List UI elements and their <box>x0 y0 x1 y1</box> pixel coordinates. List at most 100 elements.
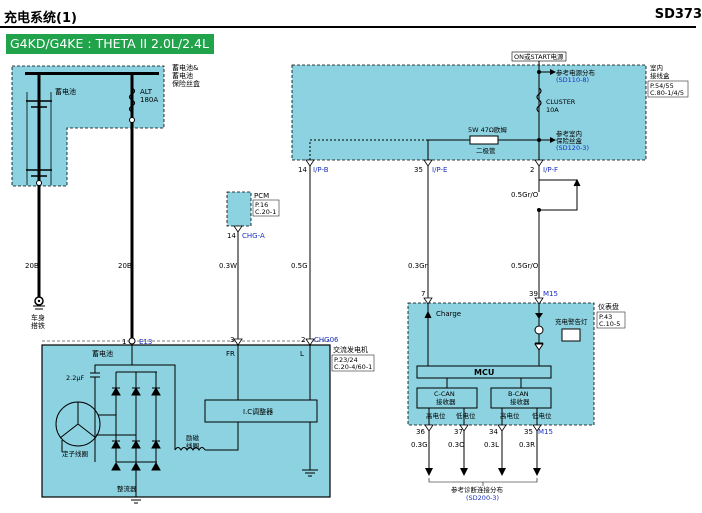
bottom-pin-34: 34 <box>489 428 498 436</box>
chassis-label-1: 车身 <box>31 313 45 322</box>
alt-fr-label: FR <box>226 350 235 358</box>
bottom-pin-37: 37 <box>454 428 463 436</box>
alt-battery-label: 蓄电池 <box>92 349 113 358</box>
svg-text:I/P-B: I/P-B <box>313 166 329 174</box>
page-code: SD373 <box>654 7 702 22</box>
svg-text:I/P-E: I/P-E <box>432 166 447 174</box>
alt-conn: C.20-4/60-1 <box>334 363 372 371</box>
mcu-box <box>416 365 552 379</box>
wire-ipe: 0.3Gr <box>408 262 428 270</box>
junction-page: P.54/55 <box>650 82 674 90</box>
bottom-pin-35: 35 <box>524 428 533 436</box>
charge-warning-label: 充电警告灯 <box>555 317 588 326</box>
alt-pin-2: 2 <box>301 336 305 344</box>
pin-ipe: 35 I/P-E <box>414 159 447 174</box>
battery-label: 蓄电池 <box>55 87 76 96</box>
field-label-2: 线圈 <box>186 441 199 450</box>
wire-pcm: 0.3W <box>219 262 237 270</box>
battery-icon <box>26 92 52 185</box>
svg-text:14: 14 <box>298 166 307 174</box>
cluster-conn-m15: M15 <box>543 290 558 298</box>
alt-l-label: L <box>300 350 304 358</box>
svg-text:35: 35 <box>414 166 423 174</box>
battery-box-title-1: 蓄电池& <box>172 63 199 72</box>
battery-warning-icon <box>561 328 581 342</box>
page-title: 充电系统(1) <box>4 11 77 26</box>
diode-label: 二极管 <box>476 146 496 155</box>
cluster-fuse-amp: 10A <box>546 106 559 114</box>
battery-box-title-2: 蓄电池 <box>172 71 193 80</box>
ref-indoor-code: (SD120-3) <box>556 144 589 152</box>
wire-ipb: 0.5G <box>291 262 308 270</box>
cluster-page: P.43 <box>599 313 612 321</box>
ccan-low-label: 低电位 <box>456 411 476 420</box>
battery-busbar <box>25 72 159 75</box>
ic-regulator-label: I.C调整器 <box>243 407 273 416</box>
ic-regulator-box <box>204 399 318 423</box>
alt-conn-e13: E13 <box>139 338 152 346</box>
indoor-junction-box <box>291 64 647 161</box>
svg-text:2: 2 <box>530 166 534 174</box>
rectifier-diodes-icon <box>111 372 161 471</box>
page-header: 充电系统(1) SD373 <box>0 0 702 28</box>
cluster-fuse-icon <box>536 87 542 113</box>
engine-label: G4KD/G4KE : THETA II 2.0L/2.4L <box>6 34 214 54</box>
rectifier-label: 整流器 <box>117 484 137 493</box>
ref-indoor-label-2: 保险丝盒 <box>556 136 583 145</box>
pcm-box <box>226 191 252 227</box>
bottom-wire-1: 0.3G <box>411 441 428 449</box>
cluster-pin-7: 7 <box>421 290 425 298</box>
capacitor-label: 2.2μF <box>66 374 84 382</box>
cluster-fuse-name: CLUSTER <box>546 98 576 106</box>
alt-fuse-icon <box>128 87 136 113</box>
field-label-1: 励磁 <box>186 433 200 442</box>
chassis-label-2: 搭铁 <box>31 321 45 330</box>
bottom-ref-label: 参考诊断连接分布 <box>451 485 504 494</box>
charge-warning-lamp-icon <box>534 313 544 351</box>
alt-pin-1: 1 <box>122 338 126 346</box>
bcan-low-label: 低电位 <box>532 411 552 420</box>
ref-indoor-label: 参考室内 <box>556 129 582 138</box>
wire-ipf-2: 0.5Gr/O <box>511 262 539 270</box>
junction-title-1: 室内 <box>650 63 663 72</box>
ccan-label-1: C-CAN <box>434 390 455 398</box>
resistor-label: 5W 47Ω欧姆 <box>468 125 507 134</box>
ccan-high-label: 高电位 <box>426 411 446 420</box>
bcan-label-1: B-CAN <box>508 390 529 398</box>
wire-ground: 20B <box>25 262 39 270</box>
bottom-wire-4: 0.3R <box>519 441 535 449</box>
cluster-conn: C.10-5 <box>599 320 620 328</box>
bottom-wire-3: 0.3L <box>484 441 499 449</box>
junction-title-2: 接线盒 <box>650 71 670 80</box>
ign-label: ON或START电源 <box>514 52 564 61</box>
alt-title: 交流发电机 <box>333 345 368 354</box>
field-coil-icon <box>174 420 239 451</box>
alt-fuse-name: ALT <box>140 88 153 96</box>
battery-box-title-3: 保险丝盒 <box>172 79 200 88</box>
pcm-pin: 14 <box>227 232 236 240</box>
pcm-name: PCM <box>254 192 269 200</box>
junction-conn: C.80-1/4/5 <box>650 89 684 97</box>
pcm-conn-name: CHG-A <box>242 232 265 240</box>
mcu-label: MCU <box>474 368 494 377</box>
pin-ipf: 2 I/P-F <box>530 159 558 174</box>
alt-fuse-amp: 180A <box>140 96 158 104</box>
rectifier-ground-icon <box>128 470 144 504</box>
svg-text:I/P-F: I/P-F <box>543 166 558 174</box>
wire-alt-b: 20B <box>118 262 132 270</box>
charge-label: Charge <box>436 310 461 318</box>
battery-terminal <box>36 180 42 186</box>
alt-page: P.23/24 <box>334 356 358 364</box>
alt-conn-chg06: CHG06 <box>314 336 339 344</box>
bottom-conn-m15: M15 <box>538 428 553 436</box>
alt-ground-icon <box>302 469 318 477</box>
cluster-pin-39: 39 <box>529 290 538 298</box>
bottom-wire-2: 0.3O <box>448 441 465 449</box>
cluster-title: 仪表盘 <box>598 302 619 311</box>
alt-pin-3: 3 <box>230 336 234 344</box>
ref-power-code: (SD110-8) <box>556 76 589 84</box>
pcm-conn: C.20-1 <box>255 208 276 216</box>
pin-ipb: 14 I/P-B <box>298 159 329 174</box>
bcan-label-2: 接收器 <box>510 397 530 406</box>
